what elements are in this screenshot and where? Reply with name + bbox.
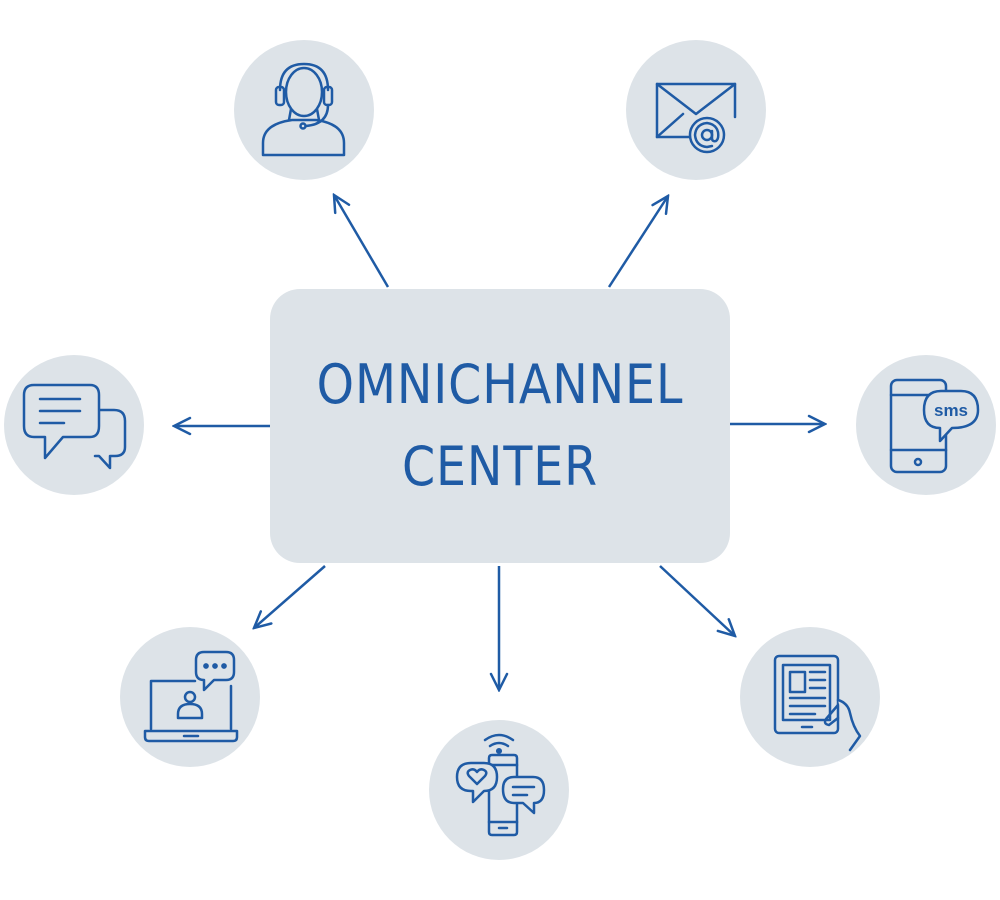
connector-arrows [174, 195, 825, 690]
arrow-to-call-center [334, 195, 390, 288]
channel-circle-call-center [234, 40, 374, 180]
headset-agent-icon [261, 62, 346, 157]
email-envelope-icon [655, 82, 737, 154]
svg-text:sms: sms [934, 401, 968, 420]
channel-circle-social-mobile [429, 720, 569, 860]
channel-circle-email [626, 40, 766, 180]
chat-bubbles-icon [22, 383, 127, 470]
video-chat-laptop-icon [143, 650, 239, 743]
channel-circle-video [120, 627, 260, 767]
social-mobile-icon [455, 733, 546, 837]
arrow-to-tablet [659, 565, 735, 636]
arrow-to-email [607, 196, 668, 288]
sms-phone-icon: sms [889, 378, 980, 474]
center-box [270, 289, 730, 563]
tablet-hand-icon [773, 654, 862, 752]
channel-circle-sms [856, 355, 996, 495]
arrow-to-video [254, 565, 326, 628]
